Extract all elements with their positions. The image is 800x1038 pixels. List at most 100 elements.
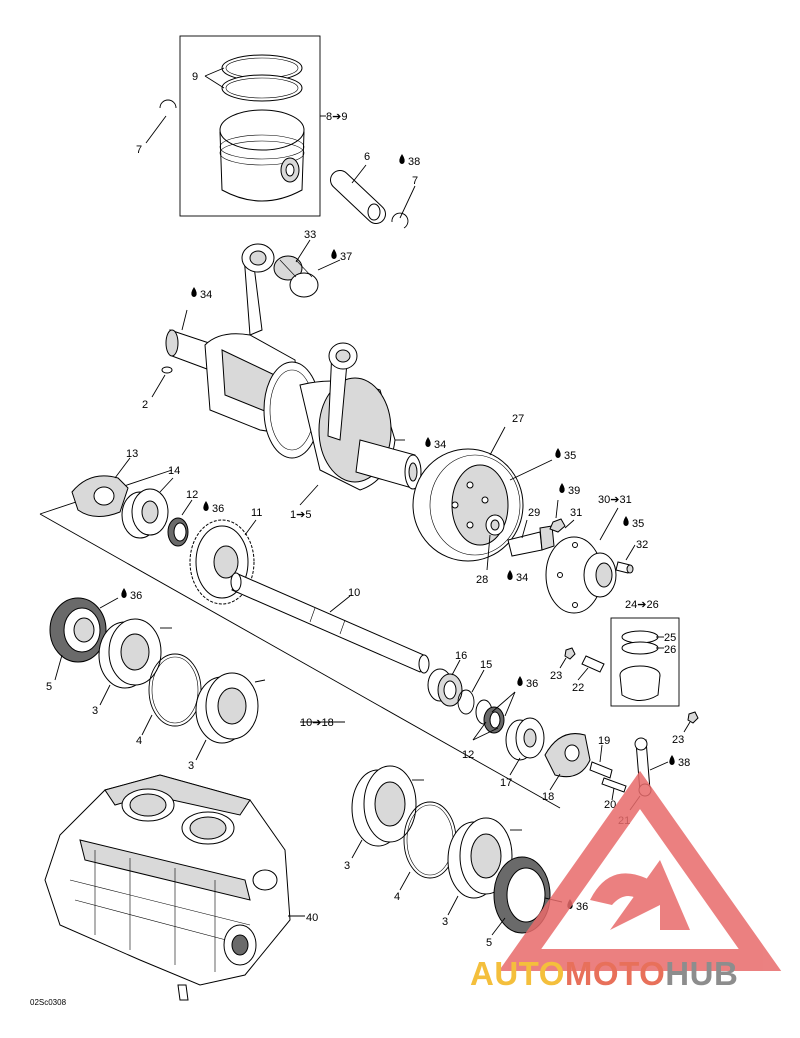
callout-3: 3: [92, 705, 98, 717]
roller-bearing: [195, 672, 266, 744]
callout-14: 14: [168, 465, 180, 477]
callout-12: 12: [186, 489, 198, 501]
figure-code: 02Sc0308: [30, 998, 67, 1007]
watermark-auto: AUTO: [470, 955, 565, 992]
roller-bearing: [98, 618, 172, 689]
callout-36: 36: [526, 678, 538, 690]
callout-35: 35: [564, 450, 576, 462]
oil-drop-icon: [331, 249, 337, 259]
callout-17: 17: [500, 777, 512, 789]
counterweight: [71, 475, 129, 517]
callout-30-31: 30➔31: [598, 494, 632, 506]
ball-bearing: [505, 717, 545, 761]
watermark-moto: MOTO: [565, 955, 665, 992]
oil-drop-icon: [559, 483, 565, 493]
callout-33: 33: [304, 229, 316, 241]
nut: [687, 711, 699, 724]
callout-36: 36: [130, 590, 142, 602]
crankshaft: [165, 243, 422, 491]
callout-5: 5: [486, 937, 492, 949]
callout-10-18: 10➔18: [300, 717, 334, 729]
callout-29: 29: [528, 507, 540, 519]
callout-7: 7: [136, 144, 142, 156]
nut: [564, 647, 576, 660]
oil-drop-icon: [517, 676, 523, 686]
callout-10: 10: [348, 587, 360, 599]
oil-drop-icon: [203, 501, 209, 511]
callout-35: 35: [632, 518, 644, 530]
callout-3: 3: [344, 860, 350, 872]
dowel-pin: [581, 655, 605, 673]
callout-34: 34: [434, 439, 446, 451]
oil-drop-icon: [399, 154, 405, 164]
crankcase: [44, 774, 291, 1001]
piston-assembly-box: [179, 35, 326, 217]
callout-7: 7: [412, 175, 418, 187]
callout-34: 34: [200, 289, 212, 301]
callout-4: 4: [136, 735, 142, 747]
rotor-bolt: [507, 525, 555, 557]
oil-drop-icon: [507, 570, 513, 580]
callout-38: 38: [408, 156, 420, 168]
circlip: [159, 99, 177, 109]
callout-26: 26: [664, 644, 676, 656]
ball-bearing: [121, 488, 169, 539]
callout-31: 31: [570, 507, 582, 519]
callout-12: 12: [462, 749, 474, 761]
counterweight: [544, 733, 591, 778]
callout-11: 11: [251, 507, 262, 519]
oil-drop-icon: [425, 437, 431, 447]
watermark-text: AUTOMOTOHUB: [470, 955, 738, 992]
callout-34: 34: [516, 572, 528, 584]
oil-seal: [475, 699, 505, 734]
callout-37: 37: [340, 251, 352, 263]
oil-drop-icons: [121, 154, 675, 909]
oil-drop-icon: [669, 755, 675, 765]
seal-plate: [493, 856, 551, 934]
callout-15: 15: [480, 659, 492, 671]
circlip: [391, 212, 409, 229]
callout-16: 16: [455, 650, 467, 662]
callout-25: 25: [664, 632, 676, 644]
callout-39: 39: [568, 485, 580, 497]
oil-drop-icon: [191, 287, 197, 297]
callout-13: 13: [126, 448, 138, 460]
callout-40: 40: [306, 912, 318, 924]
callout-3: 3: [188, 760, 194, 772]
shaft-needle-bearing: [427, 668, 463, 707]
oil-seal: [167, 517, 189, 547]
callout-labels: 9 8➔9 7 6 38 7 33 37 34 2 34 27 35 13 14…: [46, 71, 690, 949]
callout-23: 23: [550, 670, 562, 682]
callout-8-9: 8➔9: [326, 111, 347, 123]
callout-38: 38: [678, 757, 690, 769]
callout-32: 32: [636, 539, 648, 551]
callout-20: 20: [604, 799, 616, 811]
callout-5: 5: [46, 681, 52, 693]
needle-bearing: [273, 255, 319, 298]
screw: [615, 561, 634, 574]
seal-plate: [49, 597, 107, 663]
callout-28: 28: [476, 574, 488, 586]
callout-36: 36: [576, 901, 588, 913]
retaining-ring: [148, 653, 202, 727]
piston-ring: [221, 74, 303, 102]
piston-pin: [330, 170, 386, 224]
screw: [601, 777, 627, 793]
watermark-hub: HUB: [665, 955, 738, 992]
automotohub-logo: [498, 770, 782, 971]
balancer-shaft: [230, 572, 430, 674]
callout-3: 3: [442, 916, 448, 928]
callout-2: 2: [142, 399, 148, 411]
callout-1-5: 1➔5: [290, 509, 311, 521]
small-piston-box: [610, 617, 680, 707]
callout-36: 36: [212, 503, 224, 515]
callout-9: 9: [192, 71, 198, 83]
callout-23: 23: [672, 734, 684, 746]
pin: [589, 761, 613, 779]
woodruff-key: [161, 366, 173, 374]
callout-24-26: 24➔26: [625, 599, 659, 611]
thrust-washer: [457, 689, 475, 715]
callout-27: 27: [512, 413, 524, 425]
